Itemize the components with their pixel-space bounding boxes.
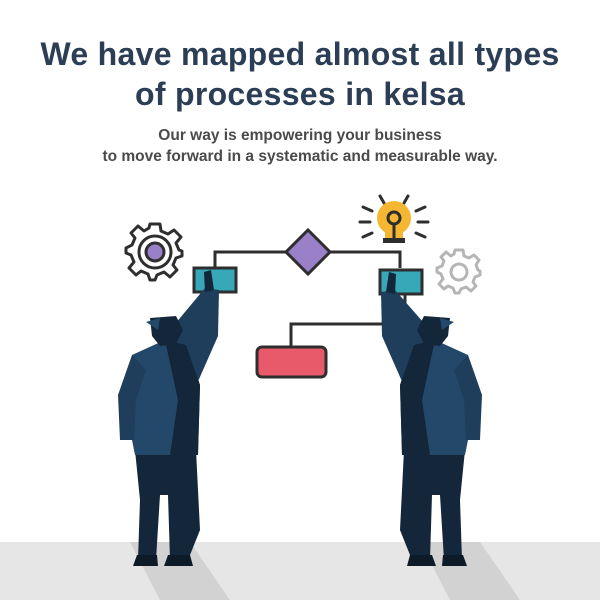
subheadline-line-1: Our way is empowering your business — [158, 127, 442, 144]
subheadline-line-2: to move forward in a systematic and meas… — [102, 148, 498, 165]
subheadline: Our way is empowering your business to m… — [0, 125, 600, 167]
gear-icon — [124, 222, 184, 282]
headline-line-2: of processes in kelsa — [134, 76, 466, 112]
gear-outline-icon — [435, 248, 482, 295]
left-businessman — [118, 270, 219, 566]
headline-line-1: We have mapped almost all types — [40, 36, 560, 72]
lightbulb-icon — [358, 194, 430, 243]
right-businessman — [381, 272, 482, 566]
decision-diamond — [283, 227, 333, 277]
end-box — [255, 345, 328, 379]
process-box-left — [192, 266, 238, 294]
headline: We have mapped almost all types of proce… — [0, 34, 600, 114]
